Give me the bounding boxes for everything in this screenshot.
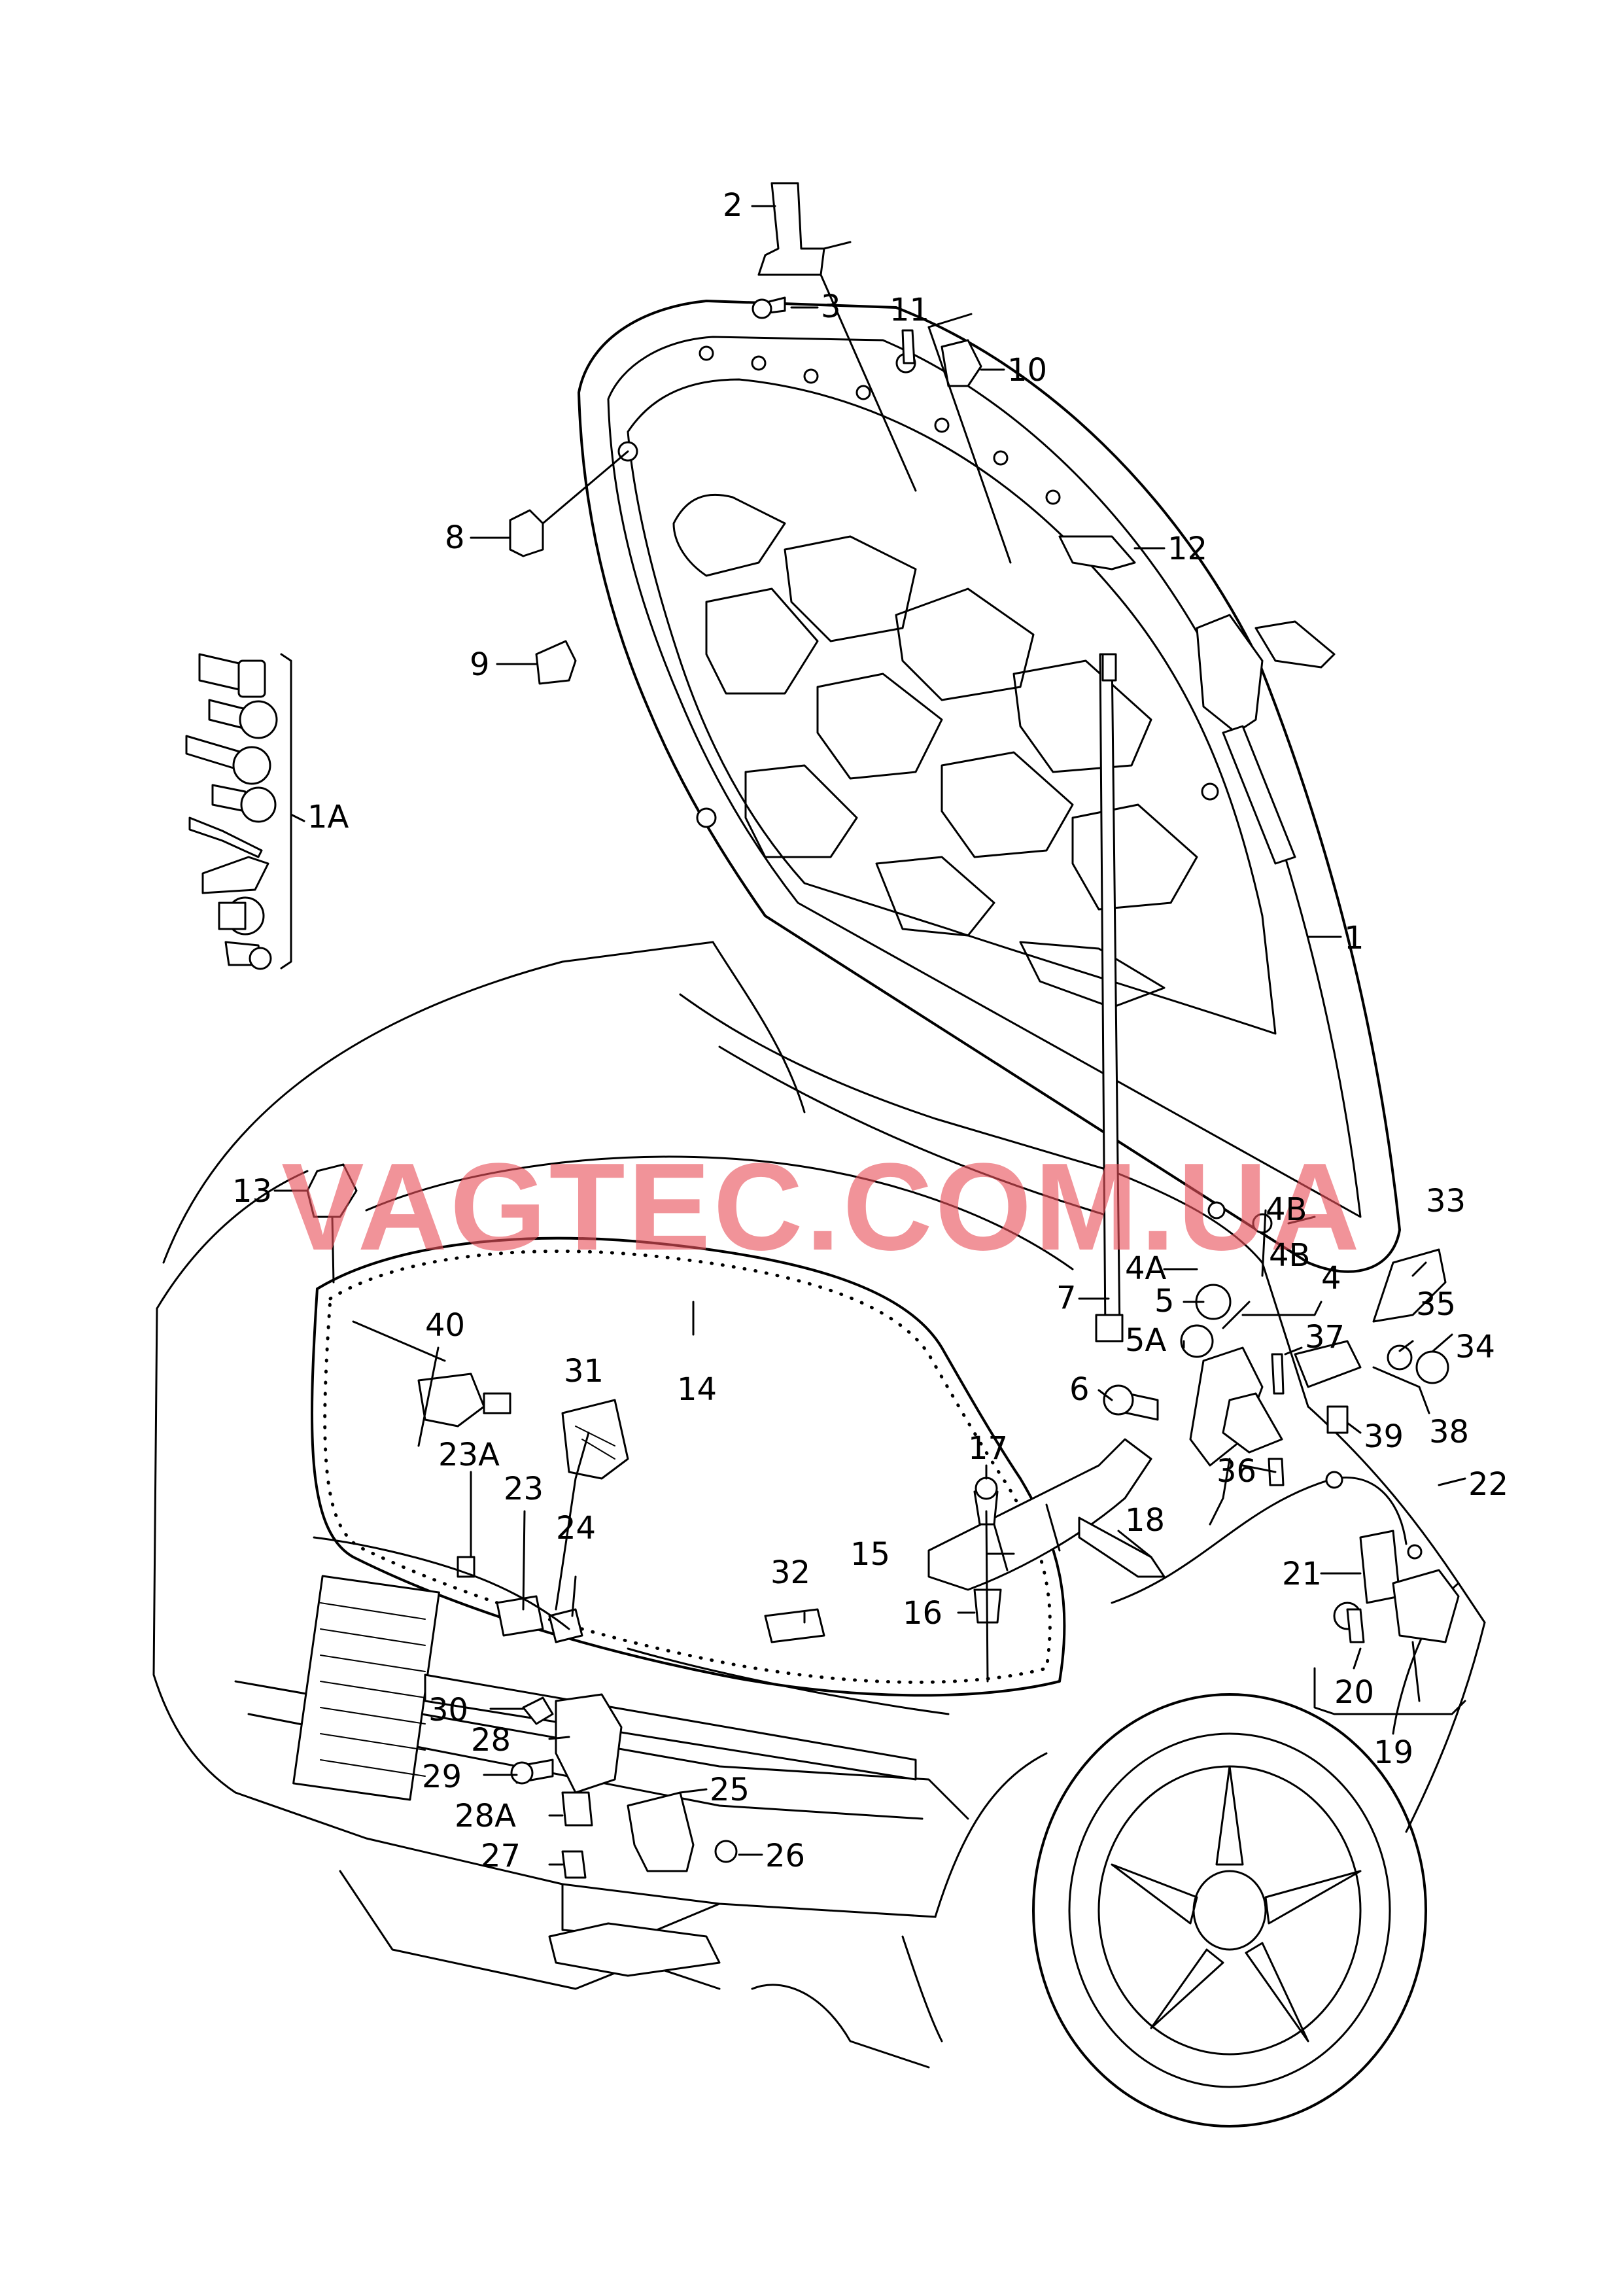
callout-13: 13 xyxy=(232,1173,272,1210)
hood-panel xyxy=(578,300,1401,1273)
callout-12: 12 xyxy=(1167,531,1207,567)
hood-mounting-holes xyxy=(617,345,1273,1234)
callout-21: 21 xyxy=(1282,1556,1322,1592)
callout-34: 34 xyxy=(1455,1329,1495,1365)
callout-1A: 1A xyxy=(307,799,349,835)
callout-3: 3 xyxy=(821,289,841,325)
callout-10: 10 xyxy=(1007,352,1047,389)
callout-4: 4 xyxy=(1321,1260,1341,1297)
hood-components xyxy=(185,182,1460,1879)
callout-8: 8 xyxy=(445,519,465,556)
callout-24: 24 xyxy=(556,1510,596,1547)
watermark-text: VAGTEC.COM.UA xyxy=(281,1138,1362,1276)
callout-20: 20 xyxy=(1334,1674,1374,1711)
callout-23A: 23A xyxy=(438,1437,500,1473)
callout-1: 1 xyxy=(1344,920,1364,956)
callout-6: 6 xyxy=(1069,1371,1090,1408)
callout-26: 26 xyxy=(765,1838,805,1874)
callout-40: 40 xyxy=(425,1307,465,1344)
callout-39: 39 xyxy=(1364,1418,1404,1455)
callout-7: 7 xyxy=(1056,1280,1077,1316)
fastener-set-icons xyxy=(185,653,278,970)
callout-38: 38 xyxy=(1429,1414,1469,1450)
callout-30: 30 xyxy=(428,1692,468,1728)
callout-2: 2 xyxy=(723,187,743,224)
callout-37: 37 xyxy=(1305,1319,1345,1356)
callout-27: 27 xyxy=(481,1838,521,1874)
callout-11: 11 xyxy=(890,292,929,328)
callout-32: 32 xyxy=(770,1554,810,1591)
callout-18: 18 xyxy=(1125,1502,1165,1539)
callout-14: 14 xyxy=(677,1371,717,1408)
callout-23: 23 xyxy=(504,1471,544,1507)
callout-5: 5 xyxy=(1154,1283,1175,1320)
callout-19: 19 xyxy=(1373,1734,1413,1771)
callout-28: 28 xyxy=(471,1722,511,1759)
callout-25: 25 xyxy=(710,1772,750,1808)
callout-33: 33 xyxy=(1426,1183,1466,1219)
callout-28A: 28A xyxy=(455,1798,516,1834)
callout-22: 22 xyxy=(1468,1466,1508,1503)
callout-29: 29 xyxy=(422,1759,462,1795)
callout-5A: 5A xyxy=(1125,1322,1167,1359)
callout-31: 31 xyxy=(564,1353,604,1390)
car-body-drawing xyxy=(152,941,1486,2128)
callout-36: 36 xyxy=(1217,1453,1256,1490)
callout-4B-lower: 4B xyxy=(1269,1237,1310,1274)
callout-35: 35 xyxy=(1416,1286,1456,1323)
callout-16: 16 xyxy=(903,1595,942,1632)
callout-9: 9 xyxy=(470,646,490,683)
callout-15: 15 xyxy=(850,1536,890,1573)
callout-17: 17 xyxy=(968,1430,1008,1467)
callout-4A: 4A xyxy=(1125,1250,1167,1287)
callout-4B-upper: 4B xyxy=(1266,1191,1307,1228)
callout-labels: 1 1A 2 3 4 4A 4B 4B 5 5A 6 7 8 9 10 11 1… xyxy=(232,187,1508,1874)
leader-lines xyxy=(273,205,1466,1866)
